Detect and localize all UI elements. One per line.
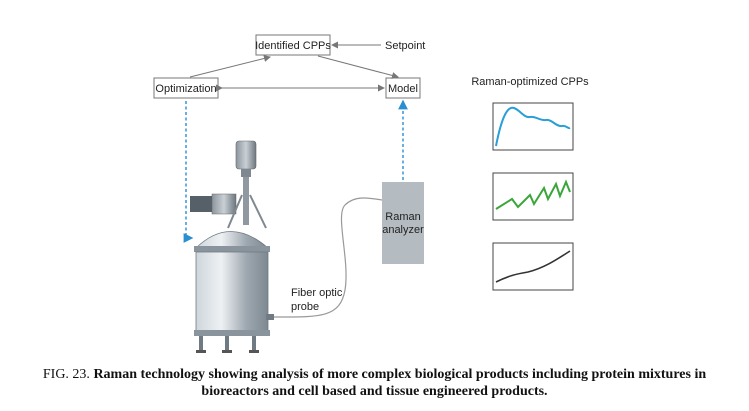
identified-cpps-label: Identified CPPs: [255, 40, 331, 52]
caption-line-1: FIG. 23. Raman technology showing analys…: [0, 366, 749, 383]
identified-cpps-node: Identified CPPs: [255, 34, 331, 56]
figure-caption: FIG. 23. Raman technology showing analys…: [0, 366, 749, 400]
setpoint-label: Setpoint: [385, 40, 425, 52]
raman-optimized-title: Raman-optimized CPPs: [471, 76, 589, 88]
model-label: Model: [388, 83, 418, 95]
optimization-to-tank-dashed: [183, 101, 194, 243]
bioreactor-tank: [190, 140, 274, 353]
analyzer-label-line2: analyzer: [382, 224, 424, 236]
plot-blue: [492, 102, 574, 151]
fiber-optic-label-line2: probe: [291, 301, 319, 313]
raman-process-diagram: Identified CPPs Setpoint Optimization Mo…: [153, 34, 589, 353]
caption-text-1: Raman technology showing analysis of mor…: [93, 367, 707, 382]
fiber-optic-cable: [273, 197, 383, 318]
model-node: Model: [385, 77, 421, 99]
optimization-node: Optimization: [153, 77, 219, 99]
identified-to-model-arrow: [317, 55, 399, 79]
optimization-to-identified-arrow: [189, 55, 271, 78]
plot-green: [492, 172, 574, 221]
raman-analyzer: Raman analyzer: [382, 182, 424, 264]
plot-dark: [492, 242, 574, 291]
analyzer-label-line1: Raman: [385, 211, 420, 223]
fiber-optic-label-line1: Fiber optic: [291, 287, 343, 299]
optimization-label: Optimization: [155, 83, 216, 95]
caption-fig-number: FIG. 23.: [42, 367, 90, 382]
caption-text-2: bioreactors and cell based and tissue en…: [201, 384, 548, 399]
